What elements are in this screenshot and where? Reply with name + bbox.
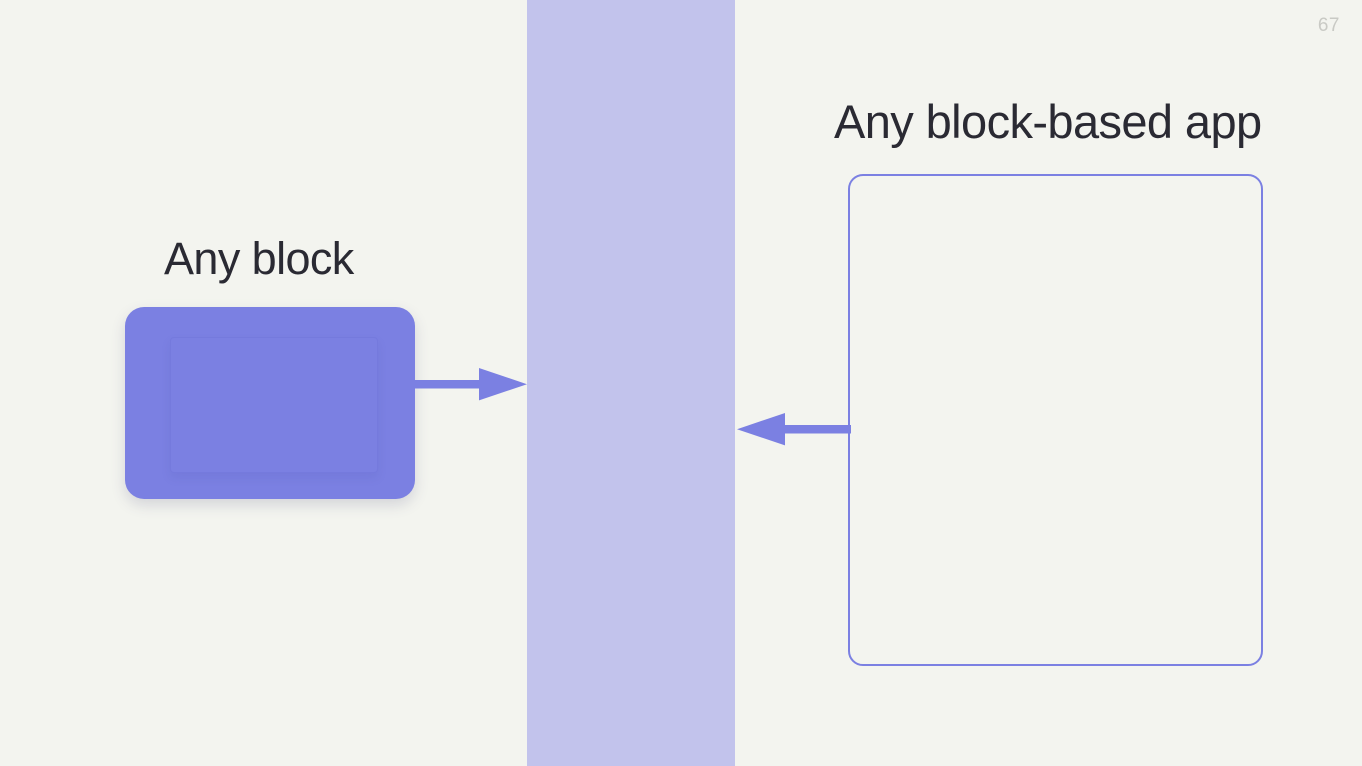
block-shape	[125, 307, 415, 499]
app-outline-box	[848, 174, 1263, 666]
arrow-right-icon	[413, 368, 527, 401]
center-band	[527, 0, 735, 766]
left-heading: Any block	[164, 233, 354, 284]
page-number: 67	[1317, 15, 1340, 36]
block-inner-outline	[170, 337, 378, 473]
right-heading: Any block-based app	[834, 95, 1262, 148]
arrow-left-icon	[737, 413, 851, 446]
